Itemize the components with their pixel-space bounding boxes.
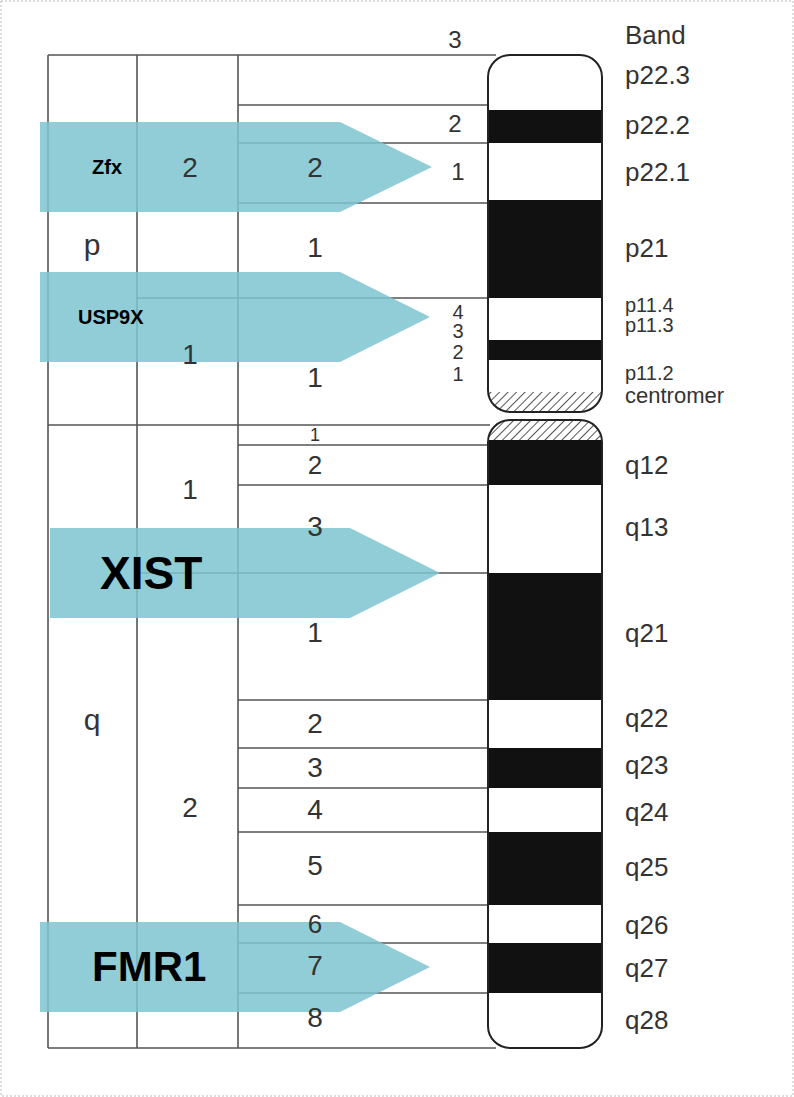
gene-name: FMR1: [92, 944, 206, 990]
gene-name: Zfx: [92, 156, 122, 178]
band-number: 1: [307, 619, 323, 647]
band-label: q21: [625, 620, 668, 646]
gene-arrow: XIST: [50, 528, 440, 618]
band-number: 3: [448, 28, 461, 52]
band-number: 1: [307, 364, 323, 392]
gene-arrow: USP9X: [40, 272, 430, 362]
band-label: q24: [625, 799, 668, 825]
band-label: Band: [625, 22, 686, 48]
gene-arrow: Zfx: [40, 122, 432, 212]
q-arm-bands: [488, 420, 602, 1048]
band-number: 1: [451, 160, 464, 184]
arrow-fill: [40, 122, 432, 212]
band-number: 4: [452, 302, 463, 322]
band-label: p22.1: [625, 159, 690, 185]
band-number: 3: [307, 754, 323, 782]
arrow-fill: [40, 272, 430, 362]
band-label: centromer: [625, 385, 724, 407]
band-label: q28: [625, 1007, 668, 1033]
arrow-fill: [50, 528, 440, 618]
band-label: q12: [625, 452, 668, 478]
band-label: p11.3: [625, 315, 674, 335]
p-arm-bands: [488, 55, 602, 412]
band-label: q27: [625, 955, 668, 981]
band-number: 3: [452, 321, 463, 341]
band-label: q26: [625, 912, 668, 938]
arrow-fill: [40, 922, 430, 1012]
band-number: 1: [452, 364, 463, 384]
band-label: p22.3: [625, 62, 690, 88]
band-number: 2: [448, 112, 461, 136]
band-number: 1: [307, 234, 323, 262]
gene-name: XIST: [100, 548, 202, 599]
arm-label: q: [84, 705, 101, 735]
band-label: p11.2: [625, 363, 674, 383]
band-label: q13: [625, 514, 668, 540]
band-number: 2: [308, 452, 322, 478]
arm-label: p: [84, 230, 101, 260]
band-number: 2: [307, 710, 323, 738]
band-number: 1: [310, 426, 320, 444]
band-number: 5: [307, 852, 323, 880]
band-label: q23: [625, 752, 668, 778]
band-number: 2: [182, 794, 198, 822]
p-arm-outline: [488, 55, 602, 412]
band-number: 2: [452, 342, 463, 362]
band-label: p11.4: [625, 295, 674, 315]
band-label: q22: [625, 705, 668, 731]
band-label: p22.2: [625, 112, 690, 138]
band-number: 4: [307, 796, 323, 824]
band-number: 1: [182, 476, 198, 504]
gene-arrow: FMR1: [40, 922, 430, 1012]
band-label: p21: [625, 235, 668, 261]
gene-name: USP9X: [78, 306, 144, 328]
q-arm-outline: [488, 420, 602, 1048]
band-label: q25: [625, 854, 668, 880]
